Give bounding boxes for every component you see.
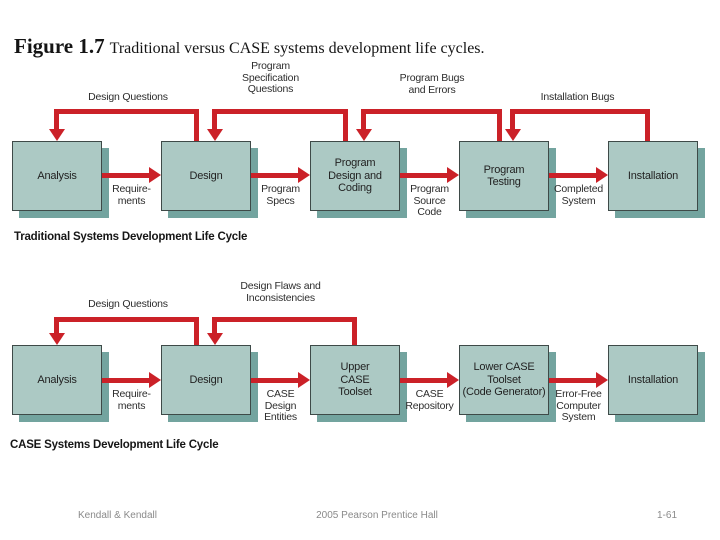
- feedback-line-design-questions-up: [194, 109, 199, 141]
- box-lower-case-toolset: Lower CASE Toolset (Code Generator): [459, 345, 549, 415]
- figure-description: Traditional versus CASE systems developm…: [109, 40, 485, 57]
- feedback-label-design-flaws: Design Flaws and Inconsistencies: [240, 280, 321, 304]
- flow-arrow-case-repository: [400, 372, 459, 388]
- feedback-line-program-bugs-up: [497, 109, 502, 141]
- feedback-line-case-design-questions-up: [194, 317, 199, 345]
- arrowhead-right-icon: [149, 167, 161, 183]
- feedback-line-spec-questions-up: [343, 109, 348, 141]
- figure-number: Figure 1.7: [14, 34, 105, 58]
- arrowhead-right-icon: [447, 372, 459, 388]
- flow-arrow-program-specs: [251, 167, 310, 183]
- flow-arrow-completed-system: [549, 167, 608, 183]
- footer-page-number: 1-61: [656, 510, 677, 521]
- flow-arrow-source-code: [400, 167, 459, 183]
- feedback-arrowhead-into-analysis-case: [49, 333, 65, 345]
- footer-publisher: 2005 Pearson Prentice Hall: [316, 510, 438, 521]
- arrowhead-right-icon: [298, 167, 310, 183]
- feedback-label-design-questions: Design Questions: [88, 91, 168, 103]
- feedback-line-installation-bugs-up: [645, 109, 650, 141]
- flow-arrow-error-free-system: [549, 372, 608, 388]
- feedback-label-program-bugs: Program Bugs and Errors: [399, 72, 465, 96]
- flow-label-source-code: Program Source Code: [410, 183, 449, 218]
- flow-label-requirements: Require- ments: [112, 183, 151, 207]
- box-installation-traditional: Installation: [608, 141, 698, 211]
- arrowhead-right-icon: [298, 372, 310, 388]
- box-program-design-coding: Program Design and Coding: [310, 141, 400, 211]
- arrowhead-right-icon: [596, 167, 608, 183]
- caption-traditional-sdlc: Traditional Systems Development Life Cyc…: [14, 231, 248, 243]
- box-analysis-traditional: Analysis: [12, 141, 102, 211]
- feedback-label-installation-bugs: Installation Bugs: [540, 91, 615, 103]
- flow-arrow-requirements-case: [102, 372, 161, 388]
- feedback-line-spec-questions-down: [212, 109, 217, 129]
- feedback-line-design-questions: [54, 109, 199, 114]
- caption-case-sdlc: CASE Systems Development Life Cycle: [10, 439, 219, 451]
- flow-label-requirements-case: Require- ments: [112, 388, 151, 412]
- arrowhead-right-icon: [447, 167, 459, 183]
- feedback-line-design-flaws: [212, 317, 357, 322]
- box-design-traditional: Design: [161, 141, 251, 211]
- box-upper-case-toolset: Upper CASE Toolset: [310, 345, 400, 415]
- flow-arrow-case-design-entities: [251, 372, 310, 388]
- flow-label-case-design-entities: CASE Design Entities: [264, 388, 297, 423]
- feedback-arrowhead-into-analysis: [49, 129, 65, 141]
- feedback-arrowhead-into-design-case: [207, 333, 223, 345]
- flow-arrow-requirements: [102, 167, 161, 183]
- feedback-arrowhead-into-testing: [505, 129, 521, 141]
- arrowhead-right-icon: [596, 372, 608, 388]
- box-installation-case: Installation: [608, 345, 698, 415]
- feedback-line-case-design-questions-down: [54, 317, 59, 333]
- feedback-label-case-design-questions: Design Questions: [88, 298, 168, 310]
- box-design-case: Design: [161, 345, 251, 415]
- feedback-line-program-bugs-down: [361, 109, 366, 129]
- slide-footer: Kendall & Kendall 2005 Pearson Prentice …: [0, 510, 720, 526]
- box-program-testing: Program Testing: [459, 141, 549, 211]
- feedback-line-design-flaws-up: [352, 317, 357, 345]
- feedback-line-design-flaws-down: [212, 317, 217, 333]
- feedback-line-spec-questions: [212, 109, 348, 114]
- feedback-line-case-design-questions: [54, 317, 199, 322]
- feedback-line-program-bugs: [361, 109, 502, 114]
- flow-label-completed-system: Completed System: [554, 183, 603, 207]
- flow-label-case-repository: CASE Repository: [405, 388, 454, 412]
- feedback-arrowhead-into-design: [207, 129, 223, 141]
- feedback-line-installation-bugs-down: [510, 109, 515, 129]
- feedback-label-spec-questions: Program Specification Questions: [242, 60, 299, 95]
- feedback-line-installation-bugs: [510, 109, 650, 114]
- feedback-arrowhead-into-coding: [356, 129, 372, 141]
- box-analysis-case: Analysis: [12, 345, 102, 415]
- flow-label-program-specs: Program Specs: [261, 183, 300, 207]
- flow-label-error-free-system: Error-Free Computer System: [555, 388, 602, 423]
- feedback-line-design-questions-down: [54, 109, 59, 129]
- footer-authors: Kendall & Kendall: [78, 510, 157, 521]
- arrowhead-right-icon: [149, 372, 161, 388]
